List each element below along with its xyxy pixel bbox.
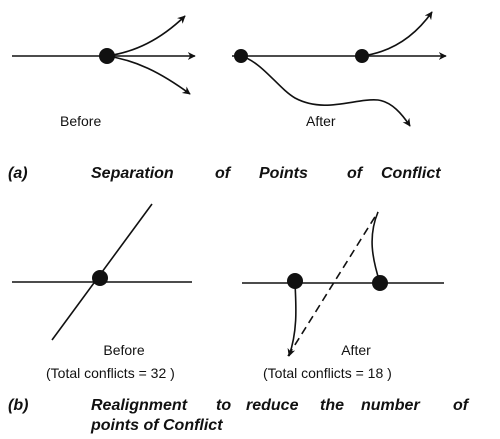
- panel-b-after-total-conflicts: (Total conflicts = 18 ): [263, 365, 392, 381]
- panel-b-before-label: Before: [103, 342, 145, 358]
- panel-b-caption-word: reduce: [246, 397, 299, 414]
- panel-b-caption-word: number: [361, 397, 420, 414]
- panel-b-caption-word: Realignment: [91, 397, 188, 414]
- conflict-point: [234, 49, 248, 63]
- panel-b-caption-word: to: [216, 397, 232, 414]
- realigned-road-upper: [371, 211, 381, 284]
- diverge-up-path: [361, 11, 433, 57]
- panel-a-caption-word: Conflict: [381, 165, 441, 182]
- realigned-road-lower: [287, 282, 297, 357]
- panel-a-caption-letter: (a): [8, 165, 28, 182]
- conflict-point: [92, 270, 108, 286]
- diverge-down-path: [240, 55, 411, 127]
- diverge-down-path: [106, 55, 191, 95]
- panel-b-before-total-conflicts: (Total conflicts = 32 ): [46, 365, 175, 381]
- panel-a-caption-word: Separation: [91, 165, 174, 182]
- panel-b-after-diagram: [242, 211, 444, 357]
- panel-a-after-diagram: [232, 11, 447, 127]
- conflict-point: [287, 273, 303, 289]
- panel-b-caption-line2: points of Conflict: [91, 417, 223, 434]
- conflict-point: [355, 49, 369, 63]
- panel-b-after-label: After: [341, 342, 371, 358]
- former-diagonal-road: [287, 211, 379, 357]
- panel-b-caption-word: of: [453, 397, 469, 414]
- panel-b-before-diagram: [12, 203, 192, 341]
- panel-b-caption-letter: (b): [8, 397, 29, 414]
- panel-a-caption-word: of: [215, 165, 231, 182]
- panel-a-after-label: After: [306, 113, 336, 129]
- conflict-point: [99, 48, 115, 64]
- panel-b-caption-word: the: [320, 397, 344, 414]
- panel-a-before-diagram: [12, 15, 196, 95]
- conflict-point: [372, 275, 388, 291]
- diverge-up-path: [106, 15, 186, 57]
- panel-a-caption-word: Points: [259, 165, 308, 182]
- panel-a-before-label: Before: [60, 113, 102, 129]
- panel-a-caption-word: of: [347, 165, 363, 182]
